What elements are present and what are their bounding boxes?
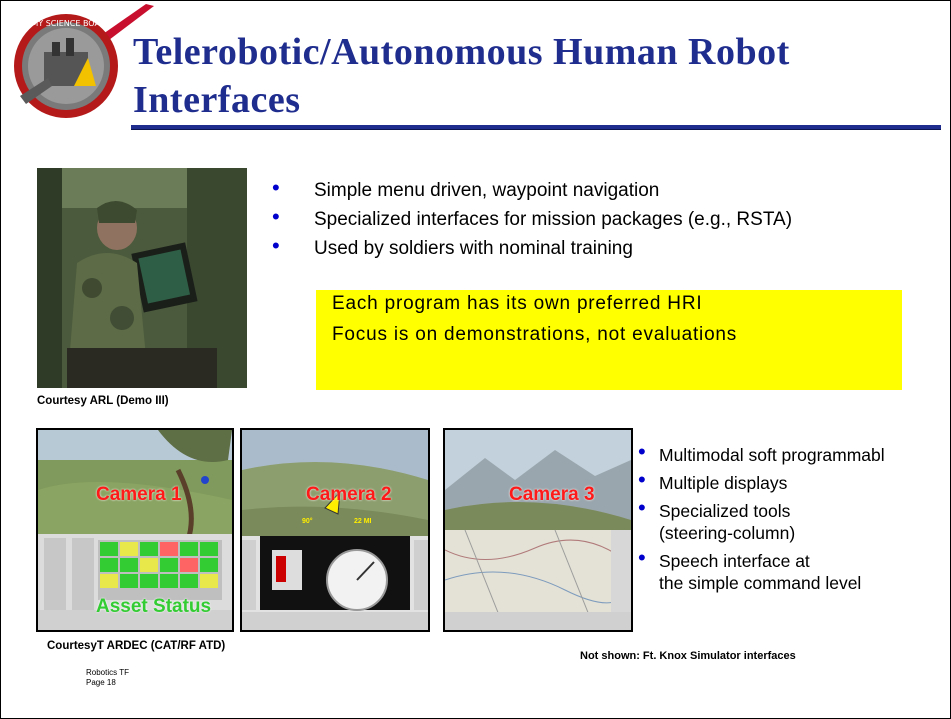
list-item: •Specialized tools(steering-column) (638, 495, 796, 544)
left-bottom-caption: CourtesyT ARDEC (CAT/RF ATD) (47, 640, 226, 652)
list-item: •Multimodal soft programmabl (638, 444, 951, 466)
bullet-icon: • (272, 204, 280, 229)
bullet-icon: • (638, 545, 646, 570)
asset-status-label: Asset Status (96, 596, 212, 617)
page-number: Page 18 (86, 678, 116, 687)
right-bottom-caption: Not shown: Ft. Knox Simulator interfaces (580, 650, 796, 662)
highlight-note: Focus is on demonstrations, not evaluati… (332, 324, 738, 345)
bullet-icon: • (272, 175, 280, 200)
bullet-icon: • (638, 467, 646, 492)
list-item: •Used by soldiers with nominal training (272, 233, 633, 260)
heading-readout: 90° (302, 518, 313, 525)
footer-line: Robotics TF (86, 668, 129, 677)
top-bullet-list: •Simple menu driven, waypoint navigation… (272, 176, 792, 263)
list-item: •Simple menu driven, waypoint navigation (272, 175, 660, 202)
distance-readout: 22 MI (354, 518, 372, 525)
list-item: •Multiple displays (638, 467, 788, 494)
army-science-board-logo: ARMY SCIENCE BOARD (4, 4, 154, 124)
slide-footer: Robotics TF Page 18 (86, 668, 129, 688)
soldier-at-vehicle-display-photo (37, 168, 247, 388)
camera-3-screenshot: Camera 3 (443, 428, 633, 632)
bullet-icon: • (638, 495, 646, 520)
logo-ring-text: ARMY SCIENCE BOARD (20, 19, 111, 28)
camera-3-label: Camera 3 (509, 484, 595, 505)
camera-2-screenshot: Camera 2 90° 22 MI (240, 428, 430, 632)
camera-1-label: Camera 1 (96, 484, 182, 505)
bullet-icon: • (638, 444, 646, 464)
slide-title-line2: Interfaces (133, 79, 301, 121)
slide-title: Telerobotic/Autonomous Human Robot Inter… (133, 28, 790, 124)
bottom-bullet-list: •Multimodal soft programmabl •Multiple d… (638, 444, 951, 600)
title-underline (131, 125, 941, 130)
list-item: •Specialized interfaces for mission pack… (272, 204, 793, 231)
camera-2-label: Camera 2 (306, 484, 392, 505)
highlight-note-box: Each program has its own preferred HRI F… (316, 290, 902, 390)
photo-caption: Courtesy ARL (Demo III) (37, 395, 169, 407)
highlight-note: Each program has its own preferred HRI (332, 293, 703, 314)
slide-title-line1: Telerobotic/Autonomous Human Robot (133, 31, 790, 73)
bullet-icon: • (272, 233, 280, 258)
camera-1-screenshot: Camera 1 Asset Status (36, 428, 234, 632)
